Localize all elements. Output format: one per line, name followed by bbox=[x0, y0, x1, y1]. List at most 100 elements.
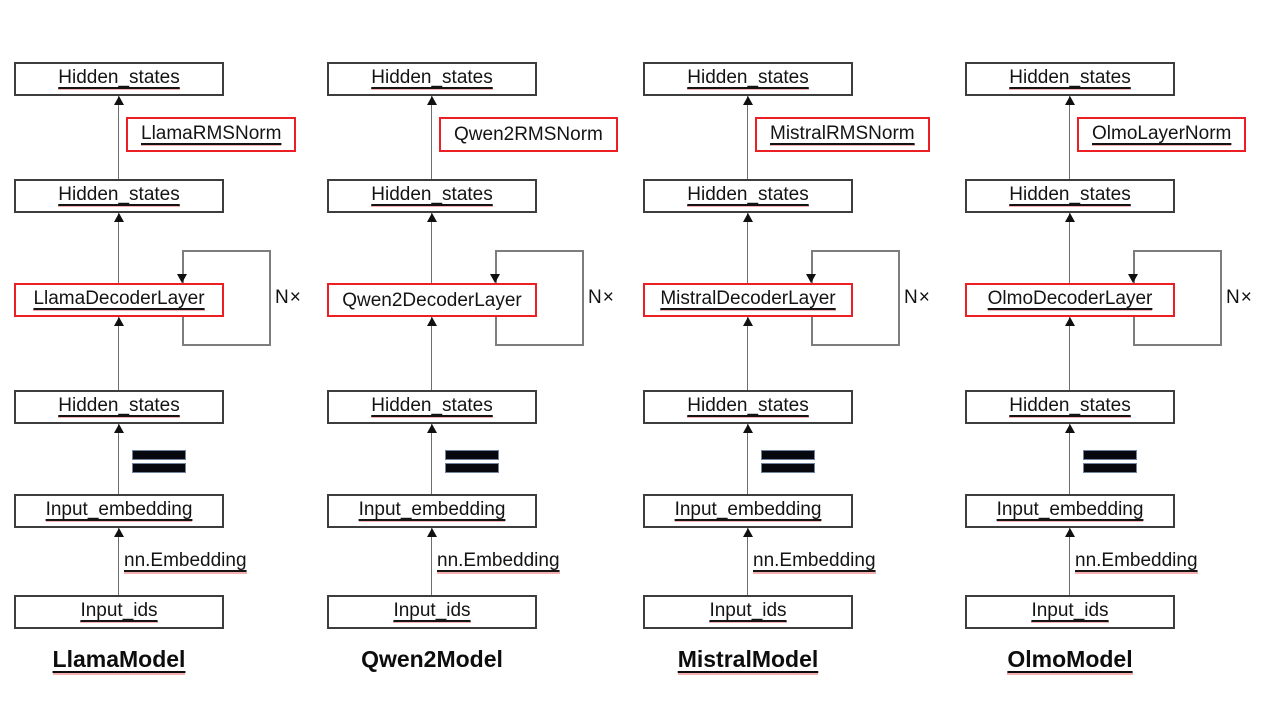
norm-label: LlamaRMSNorm bbox=[141, 122, 282, 146]
input-embedding-box: Input_embedding bbox=[14, 494, 224, 528]
arrow-line bbox=[118, 213, 119, 283]
hidden-states-label: Hidden_states bbox=[687, 395, 809, 418]
hidden-states-label: Hidden_states bbox=[58, 67, 180, 90]
arrow-line bbox=[118, 317, 119, 390]
hidden-states-label: Hidden_states bbox=[58, 184, 180, 207]
hidden-states-label: Hidden_states bbox=[371, 395, 493, 418]
hidden-states-box: Hidden_states bbox=[965, 179, 1175, 213]
hidden-states-box: Hidden_states bbox=[965, 390, 1175, 424]
hidden-states-box: Hidden_states bbox=[643, 62, 853, 96]
arrow-line bbox=[118, 96, 119, 179]
arrowhead-up-icon bbox=[743, 213, 753, 222]
arrowhead-up-icon bbox=[1065, 528, 1075, 537]
hidden-states-label: Hidden_states bbox=[371, 67, 493, 90]
decoder-layer-label: Qwen2DecoderLayer bbox=[342, 289, 522, 311]
model-title: MistralModel bbox=[643, 646, 853, 675]
input-embedding-box: Input_embedding bbox=[327, 494, 537, 528]
input-ids-label: Input_ids bbox=[80, 600, 158, 623]
input-ids-box: Input_ids bbox=[327, 595, 537, 629]
arrowhead-up-icon bbox=[743, 96, 753, 105]
arrow-line bbox=[747, 96, 748, 179]
input-ids-label: Input_ids bbox=[709, 600, 787, 623]
loop-arrowhead-down-icon bbox=[490, 274, 500, 283]
input-embedding-label: Input_embedding bbox=[358, 499, 506, 522]
hidden-states-label: Hidden_states bbox=[1009, 184, 1131, 207]
arrowhead-up-icon bbox=[743, 317, 753, 326]
input-ids-box: Input_ids bbox=[643, 595, 853, 629]
model-column-qwen2: N× Hidden_states Qwen2RMSNorm Hidden_sta… bbox=[327, 0, 637, 720]
model-column-mistral: N× Hidden_states MistralRMSNorm Hidden_s… bbox=[643, 0, 953, 720]
model-title-text: LlamaModel bbox=[52, 646, 186, 675]
arrow-line bbox=[431, 424, 432, 494]
hidden-states-box: Hidden_states bbox=[14, 179, 224, 213]
hidden-states-label: Hidden_states bbox=[1009, 67, 1131, 90]
arrowhead-up-icon bbox=[114, 96, 124, 105]
hidden-states-box: Hidden_states bbox=[327, 62, 537, 96]
decoder-layer-box: OlmoDecoderLayer bbox=[965, 283, 1175, 317]
arrow-line bbox=[747, 424, 748, 494]
decoder-layer-box: LlamaDecoderLayer bbox=[14, 283, 224, 317]
hidden-states-box: Hidden_states bbox=[327, 179, 537, 213]
arrowhead-up-icon bbox=[1065, 317, 1075, 326]
decoder-layer-label: LlamaDecoderLayer bbox=[33, 288, 205, 311]
hidden-states-box: Hidden_states bbox=[14, 390, 224, 424]
input-embedding-box: Input_embedding bbox=[965, 494, 1175, 528]
arrow-line bbox=[118, 528, 119, 595]
arrowhead-up-icon bbox=[427, 213, 437, 222]
arrowhead-up-icon bbox=[114, 528, 124, 537]
loop-arrowhead-down-icon bbox=[177, 274, 187, 283]
arrowhead-up-icon bbox=[114, 317, 124, 326]
arrow-line bbox=[1069, 213, 1070, 283]
equals-icon bbox=[132, 450, 186, 476]
decoder-layer-label: MistralDecoderLayer bbox=[660, 288, 836, 311]
arrowhead-up-icon bbox=[427, 528, 437, 537]
repeat-count-label: N× bbox=[275, 287, 302, 308]
arrow-line bbox=[1069, 96, 1070, 179]
embedding-fn-label: nn.Embedding bbox=[437, 550, 560, 574]
model-title: OlmoModel bbox=[965, 646, 1175, 675]
hidden-states-box: Hidden_states bbox=[327, 390, 537, 424]
arrowhead-up-icon bbox=[114, 424, 124, 433]
model-column-llama: N× Hidden_states LlamaRMSNorm Hidden_sta… bbox=[14, 0, 324, 720]
arrowhead-up-icon bbox=[1065, 96, 1075, 105]
embedding-fn-text: nn.Embedding bbox=[124, 550, 247, 574]
embedding-fn-label: nn.Embedding bbox=[124, 550, 247, 574]
arrow-line bbox=[431, 528, 432, 595]
input-ids-label: Input_ids bbox=[393, 600, 471, 623]
equals-icon bbox=[761, 450, 815, 476]
input-ids-label: Input_ids bbox=[1031, 600, 1109, 623]
arrow-line bbox=[118, 424, 119, 494]
norm-box: Qwen2RMSNorm bbox=[439, 117, 618, 152]
norm-box: MistralRMSNorm bbox=[755, 117, 930, 152]
hidden-states-box: Hidden_states bbox=[643, 179, 853, 213]
arrow-line bbox=[747, 213, 748, 283]
input-embedding-box: Input_embedding bbox=[643, 494, 853, 528]
arrow-line bbox=[1069, 528, 1070, 595]
arrowhead-up-icon bbox=[1065, 424, 1075, 433]
decoder-layer-box: MistralDecoderLayer bbox=[643, 283, 853, 317]
loop-arrowhead-down-icon bbox=[1128, 274, 1138, 283]
equals-icon bbox=[445, 450, 499, 476]
arrow-line bbox=[1069, 317, 1070, 390]
arrowhead-up-icon bbox=[743, 528, 753, 537]
hidden-states-box: Hidden_states bbox=[643, 390, 853, 424]
model-column-olmo: N× Hidden_states OlmoLayerNorm Hidden_st… bbox=[965, 0, 1275, 720]
decoder-layer-box: Qwen2DecoderLayer bbox=[327, 283, 537, 317]
embedding-fn-text: nn.Embedding bbox=[437, 550, 560, 574]
arrowhead-up-icon bbox=[427, 317, 437, 326]
input-embedding-label: Input_embedding bbox=[674, 499, 822, 522]
input-ids-box: Input_ids bbox=[965, 595, 1175, 629]
input-ids-box: Input_ids bbox=[14, 595, 224, 629]
model-title-text: Qwen2Model bbox=[361, 646, 503, 672]
norm-label: OlmoLayerNorm bbox=[1092, 122, 1232, 146]
loop-arrowhead-down-icon bbox=[806, 274, 816, 283]
model-title-text: MistralModel bbox=[677, 646, 819, 675]
arrowhead-up-icon bbox=[114, 213, 124, 222]
arrow-line bbox=[431, 96, 432, 179]
embedding-fn-label: nn.Embedding bbox=[753, 550, 876, 574]
decoder-layer-label: OlmoDecoderLayer bbox=[987, 288, 1153, 311]
norm-label: MistralRMSNorm bbox=[770, 122, 915, 146]
arrow-line bbox=[431, 317, 432, 390]
norm-box: OlmoLayerNorm bbox=[1077, 117, 1247, 152]
